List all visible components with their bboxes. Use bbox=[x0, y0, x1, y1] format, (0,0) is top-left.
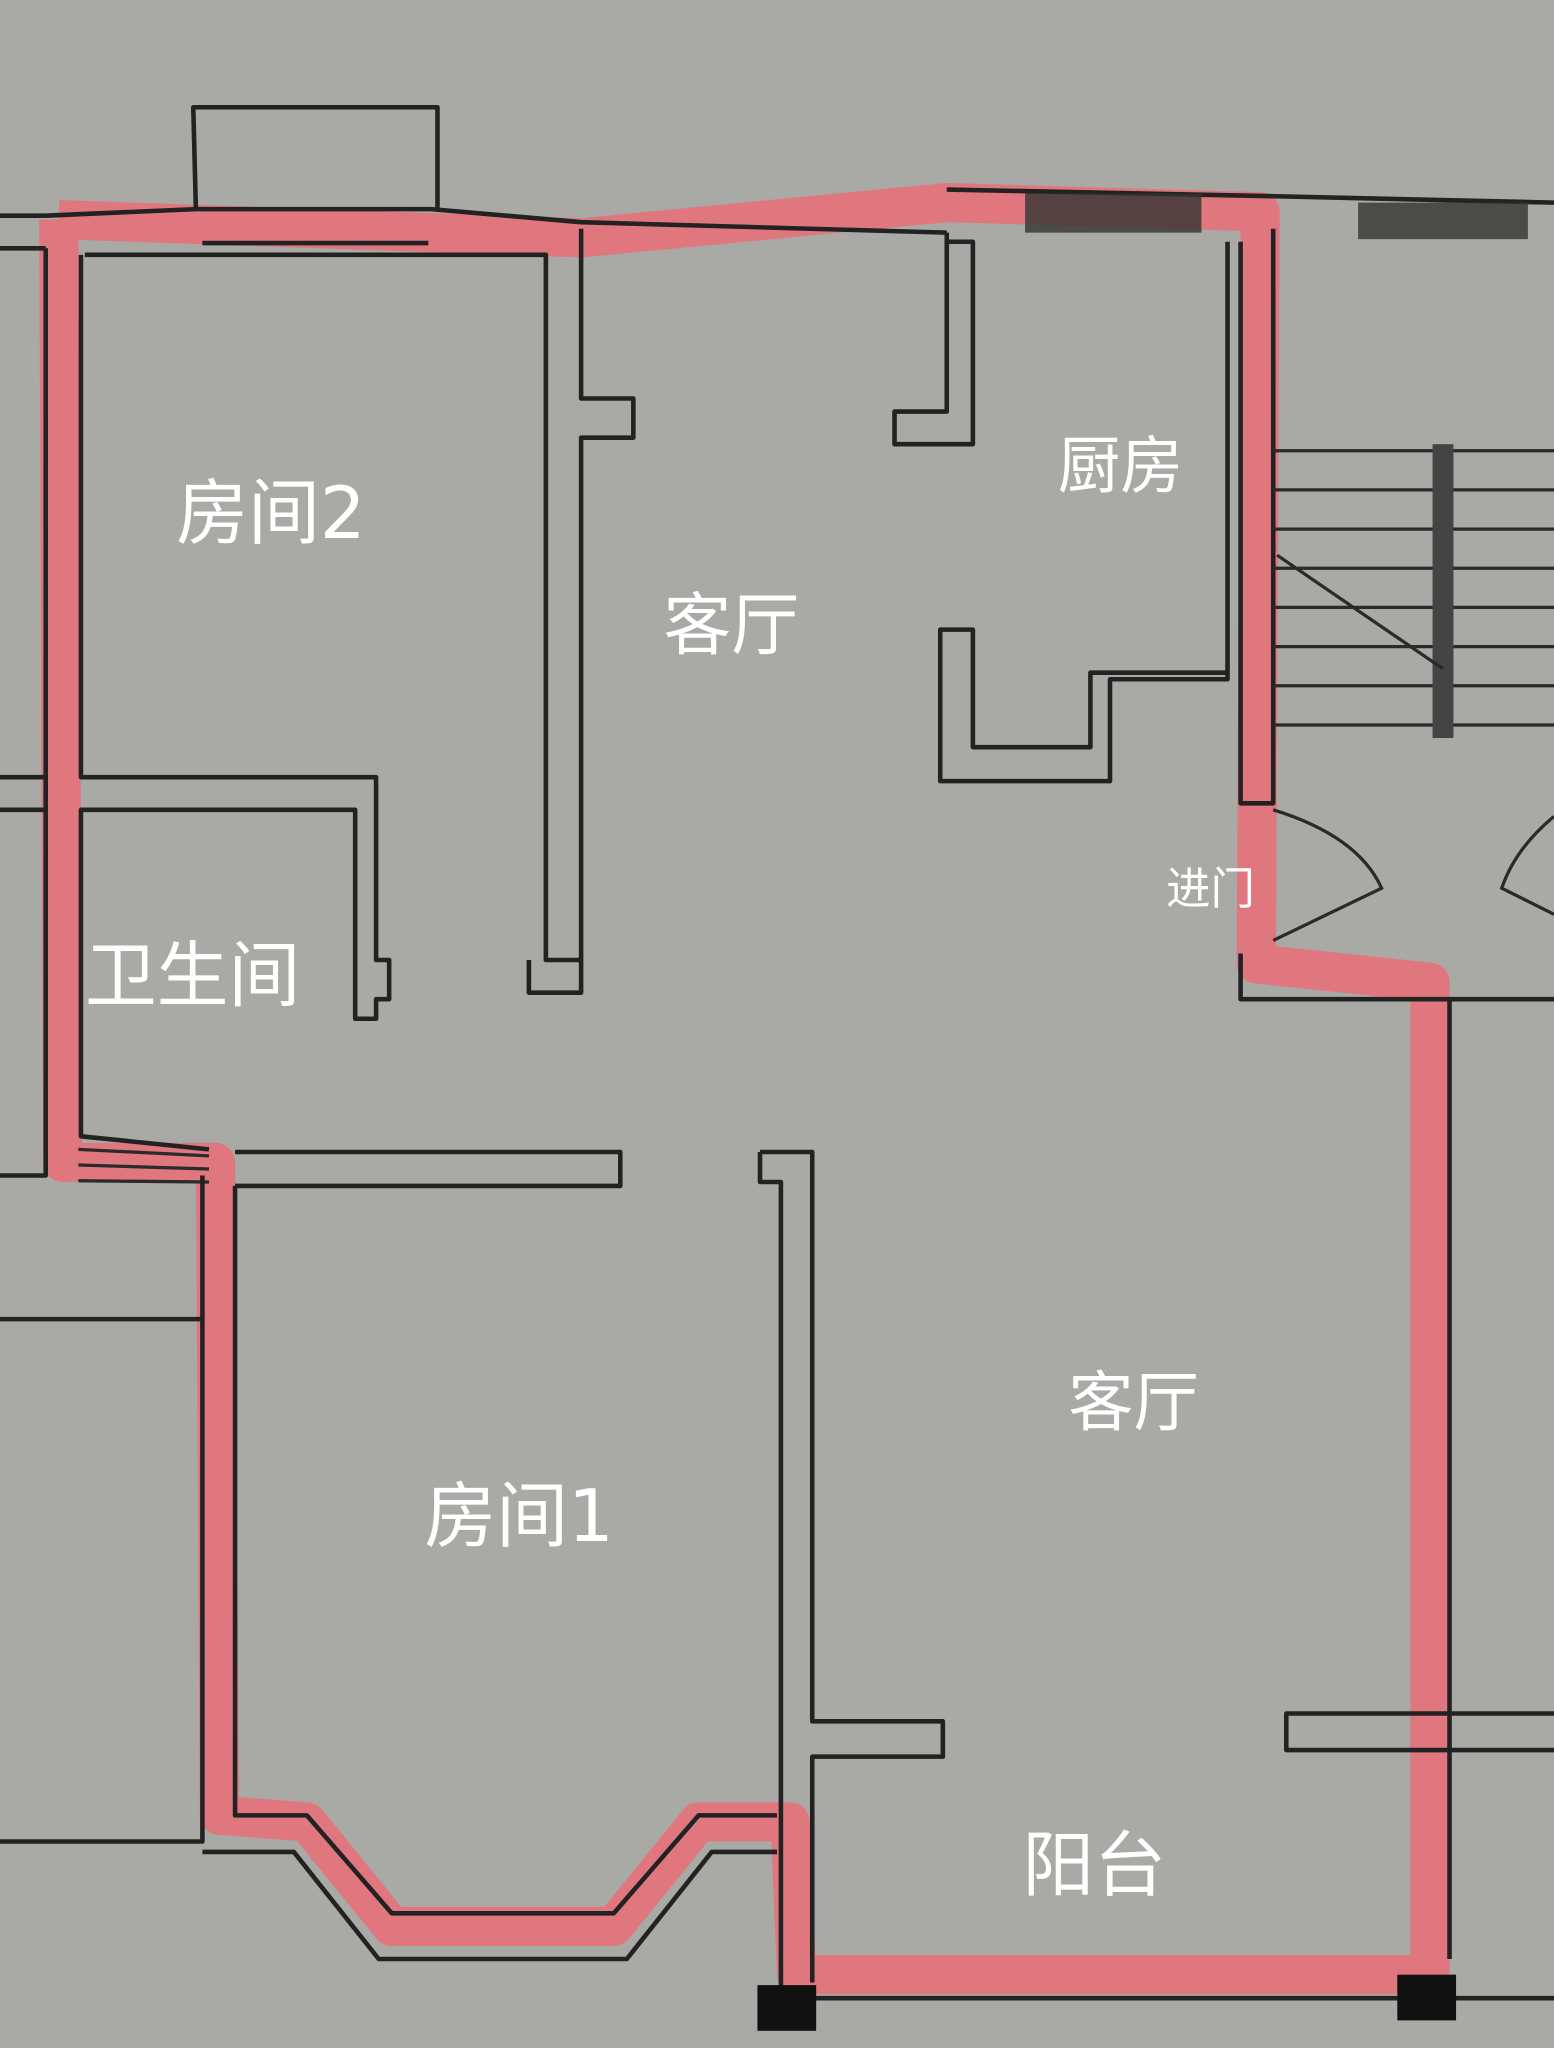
entrance-door-icon bbox=[1272, 808, 1384, 942]
walls bbox=[0, 104, 1554, 2031]
label-room-2: 房间2 bbox=[176, 471, 365, 555]
label-living-room-upper: 客厅 bbox=[663, 587, 799, 666]
label-living-room-lower: 客厅 bbox=[1068, 1365, 1199, 1441]
label-room-1: 房间1 bbox=[424, 1474, 613, 1558]
label-kitchen: 厨房 bbox=[1058, 429, 1183, 502]
label-bathroom: 卫生间 bbox=[85, 933, 300, 1017]
stairs bbox=[1273, 444, 1554, 739]
label-entrance: 进门 bbox=[1166, 864, 1255, 915]
label-balcony: 阳台 bbox=[1023, 1823, 1167, 1907]
